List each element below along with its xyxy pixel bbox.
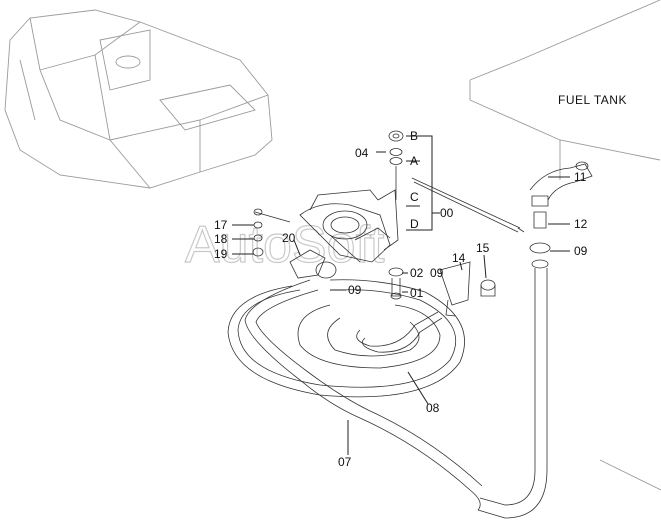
tank-fittings xyxy=(477,161,593,519)
fuel-tank-title: FUEL TANK xyxy=(558,93,627,107)
machine-outline xyxy=(4,9,273,189)
callout-a: A xyxy=(410,154,418,168)
hose-clamp xyxy=(439,261,496,317)
callout-00: 00 xyxy=(440,206,454,220)
callout-18: 18 xyxy=(214,232,228,246)
fuel-filter-assembly xyxy=(252,189,399,279)
callout-19: 19 xyxy=(214,247,228,261)
dipstick-rod xyxy=(411,177,525,233)
callout-09-mid: 09 xyxy=(430,266,444,280)
callout-bracket xyxy=(376,135,440,231)
callout-08: 08 xyxy=(426,401,440,415)
callout-12: 12 xyxy=(574,217,588,231)
callout-labels: B 04 A C D 00 11 12 09 17 18 19 20 14 15… xyxy=(214,129,588,469)
fuel-tank-outline xyxy=(469,0,661,491)
callout-b: B xyxy=(410,129,418,143)
coiled-hose xyxy=(227,279,465,398)
callout-17: 17 xyxy=(214,218,228,232)
callout-01: 01 xyxy=(410,286,424,300)
callout-c: C xyxy=(410,190,419,204)
nut-washer-stack xyxy=(388,130,404,200)
callout-20: 20 xyxy=(282,231,296,245)
bolt-set xyxy=(388,267,404,300)
watermark: AutoSoft xyxy=(185,216,385,274)
leader-lines xyxy=(232,176,570,455)
callout-09-right: 09 xyxy=(574,244,588,258)
callout-15: 15 xyxy=(476,241,490,255)
callout-09-left: 09 xyxy=(348,283,362,297)
callout-02: 02 xyxy=(410,266,424,280)
callout-04: 04 xyxy=(355,146,369,160)
callout-14: 14 xyxy=(452,251,466,265)
callout-07: 07 xyxy=(338,455,352,469)
long-hose xyxy=(244,279,483,511)
callout-11: 11 xyxy=(574,170,587,184)
callout-d: D xyxy=(410,217,419,231)
